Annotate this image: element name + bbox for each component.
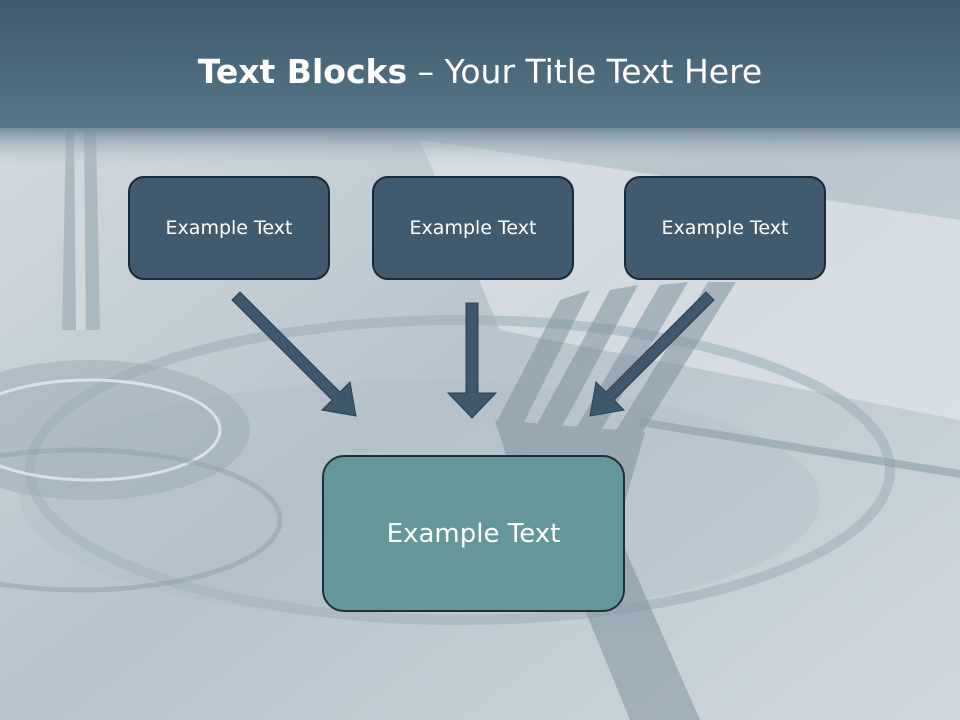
title-rest: Your Title Text Here xyxy=(444,52,763,91)
text-block-3[interactable]: Example Text xyxy=(624,176,826,280)
arrow-right xyxy=(589,291,715,417)
center-text-block[interactable]: Example Text xyxy=(322,455,625,612)
text-block-1[interactable]: Example Text xyxy=(128,176,330,280)
arrow-middle xyxy=(446,302,498,419)
arrow-left xyxy=(231,291,357,417)
center-text-block-label: Example Text xyxy=(386,518,561,549)
text-block-2-label: Example Text xyxy=(409,217,537,239)
text-block-3-label: Example Text xyxy=(661,217,789,239)
text-block-2[interactable]: Example Text xyxy=(372,176,574,280)
slide-title: Text Blocks – Your Title Text Here xyxy=(0,52,960,91)
title-dash: – xyxy=(407,52,445,91)
title-bold: Text Blocks xyxy=(197,52,408,91)
text-block-1-label: Example Text xyxy=(165,217,293,239)
